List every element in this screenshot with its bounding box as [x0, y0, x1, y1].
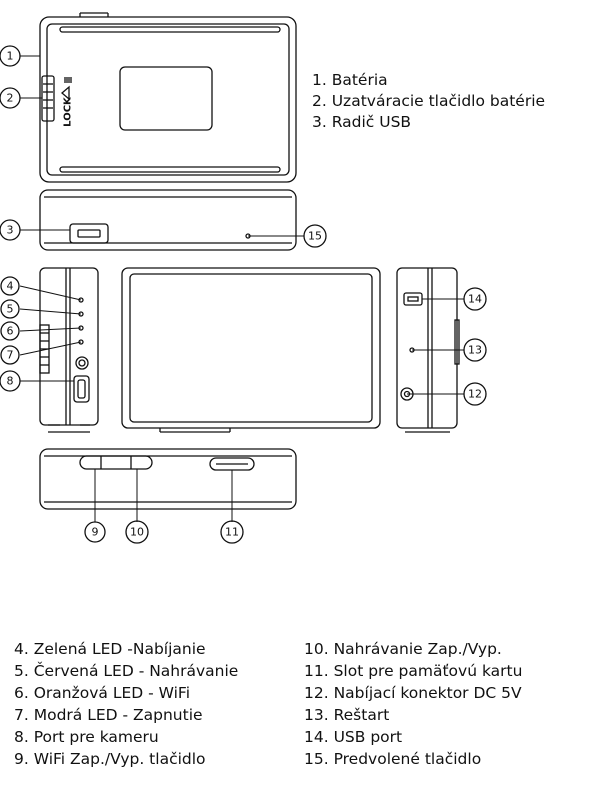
callout-15: 15: [308, 230, 322, 243]
legend-item: 10. Nahrávanie Zap./Vyp.: [304, 640, 502, 658]
legend-item: 9. WiFi Zap./Vyp. tlačidlo: [14, 750, 206, 768]
legend-item: 7. Modrá LED - Zapnutie: [14, 706, 203, 724]
legend-item: 5. Červená LED - Nahrávanie: [14, 662, 239, 680]
device-side-view-left: [39, 267, 99, 433]
legend-item: 6. Oranžová LED - WiFi: [14, 684, 191, 702]
callout-3: 3: [7, 224, 14, 237]
usb-controller-port[interactable]: [69, 223, 109, 244]
legend-item: 4. Zelená LED -Nabíjanie: [14, 640, 206, 658]
usb-port[interactable]: [403, 292, 423, 306]
callout-leaders: [19, 55, 464, 522]
lock-label: LOCK: [63, 96, 74, 127]
legend-item: 12. Nabíjací konektor DC 5V: [304, 684, 522, 702]
callout-8: 8: [7, 375, 14, 388]
legend-top: 1. Batéria 2. Uzatváracie tlačidlo batér…: [312, 70, 545, 133]
legend-item: 11. Slot pre pamäťovú kartu: [304, 662, 523, 680]
callout-10: 10: [130, 526, 144, 539]
legend-item: 2. Uzatváracie tlačidlo batérie: [312, 92, 546, 110]
callout-14: 14: [468, 293, 482, 306]
legend-right: 10. Nahrávanie Zap./Vyp. 11. Slot pre pa…: [304, 638, 522, 770]
wifi-record-button[interactable]: [79, 455, 153, 470]
callout-circles: [0, 45, 487, 544]
device-side-view-right: [396, 267, 460, 433]
device-back-view: LOCK: [39, 12, 297, 183]
battery-window: [119, 66, 213, 131]
screen: [129, 273, 373, 423]
callout-13: 13: [468, 344, 482, 357]
legend-item: 3. Radič USB: [312, 113, 412, 131]
device-edge-view-buttons: [39, 448, 297, 510]
device-front-view: [121, 267, 381, 433]
legend-left: 4. Zelená LED -Nabíjanie 5. Červená LED …: [14, 638, 238, 770]
legend-item: 1. Batéria: [312, 71, 388, 89]
callout-9: 9: [92, 526, 99, 539]
battery-lock-slider[interactable]: [41, 75, 55, 122]
callout-numbers: 1 2 3 4 5 6 7 8 9 10 11 12 13 14 15: [7, 50, 483, 539]
callout-4: 4: [7, 280, 14, 293]
legend-item: 8. Port pre kameru: [14, 728, 159, 746]
camera-port[interactable]: [73, 375, 90, 403]
callout-6: 6: [7, 325, 14, 338]
legend-item: 13. Reštart: [304, 706, 390, 724]
lock-arrow-icon: [61, 85, 70, 101]
callout-2: 2: [7, 92, 14, 105]
callout-7: 7: [7, 349, 14, 362]
legend-item: 15. Predvolené tlačidlo: [304, 750, 482, 768]
callout-11: 11: [225, 526, 239, 539]
callout-12: 12: [468, 388, 482, 401]
callout-1: 1: [7, 50, 14, 63]
device-edge-view-usb: [39, 189, 297, 251]
callout-5: 5: [7, 303, 14, 316]
legend-item: 14. USB port: [304, 728, 403, 746]
